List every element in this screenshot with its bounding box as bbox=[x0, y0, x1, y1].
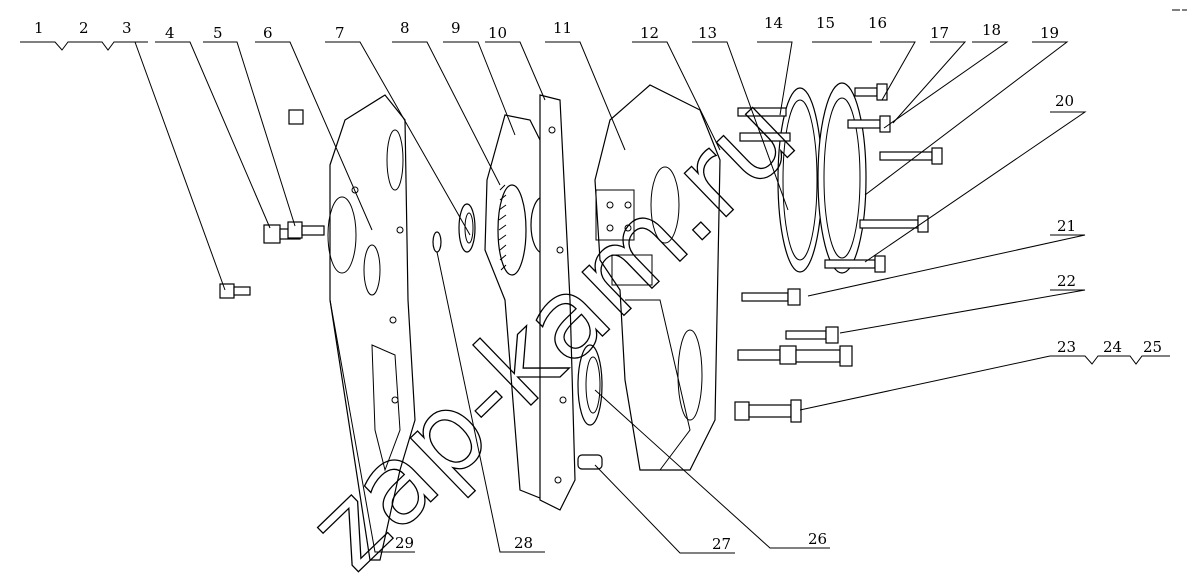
callout-3: 3 bbox=[122, 19, 132, 37]
part-gasket bbox=[539, 94, 576, 511]
callout-21: 21 bbox=[1057, 217, 1076, 235]
part-bolt-small bbox=[219, 283, 251, 299]
callout-10: 10 bbox=[488, 24, 507, 42]
part-rear-plate bbox=[327, 94, 416, 561]
part-front-housing bbox=[594, 84, 721, 471]
callout-15: 15 bbox=[816, 14, 835, 32]
callout-25: 25 bbox=[1143, 338, 1162, 356]
callout-23: 23 bbox=[1057, 338, 1076, 356]
callout-2: 2 bbox=[79, 19, 89, 37]
callout-5: 5 bbox=[213, 24, 223, 42]
part-o-ring bbox=[432, 231, 442, 253]
part-long-bolts bbox=[737, 107, 791, 142]
callout-14: 14 bbox=[764, 14, 783, 32]
callout-19: 19 bbox=[1040, 24, 1059, 42]
callout-29: 29 bbox=[395, 534, 414, 552]
part-nut bbox=[288, 109, 304, 125]
callout-28: 28 bbox=[514, 534, 533, 552]
callout-4: 4 bbox=[165, 24, 175, 42]
callout-6: 6 bbox=[263, 24, 273, 42]
callout-13: 13 bbox=[698, 24, 717, 42]
callout-27: 27 bbox=[712, 535, 731, 553]
callout-8: 8 bbox=[400, 19, 410, 37]
part-bolt-5 bbox=[287, 221, 325, 239]
callout-20: 20 bbox=[1055, 92, 1074, 110]
leader-lines bbox=[20, 41, 1170, 554]
callout-12: 12 bbox=[640, 24, 659, 42]
callout-11: 11 bbox=[553, 19, 572, 37]
callout-9: 9 bbox=[451, 19, 461, 37]
callout-1: 1 bbox=[34, 19, 44, 37]
callout-17: 17 bbox=[930, 24, 949, 42]
callout-26: 26 bbox=[808, 530, 827, 548]
part-rear-cover bbox=[817, 82, 867, 274]
callout-22: 22 bbox=[1057, 272, 1076, 290]
callout-labels: 1 2 3 4 5 6 7 8 9 10 11 12 13 14 15 16 1… bbox=[34, 14, 1162, 553]
callout-18: 18 bbox=[982, 21, 1001, 39]
callout-24: 24 bbox=[1103, 338, 1122, 356]
part-flange-bolts bbox=[824, 83, 943, 273]
callout-16: 16 bbox=[868, 14, 887, 32]
part-oil-seal bbox=[577, 344, 603, 426]
part-bolts-right bbox=[734, 288, 853, 423]
part-pin bbox=[577, 454, 603, 470]
callout-7: 7 bbox=[335, 24, 345, 42]
